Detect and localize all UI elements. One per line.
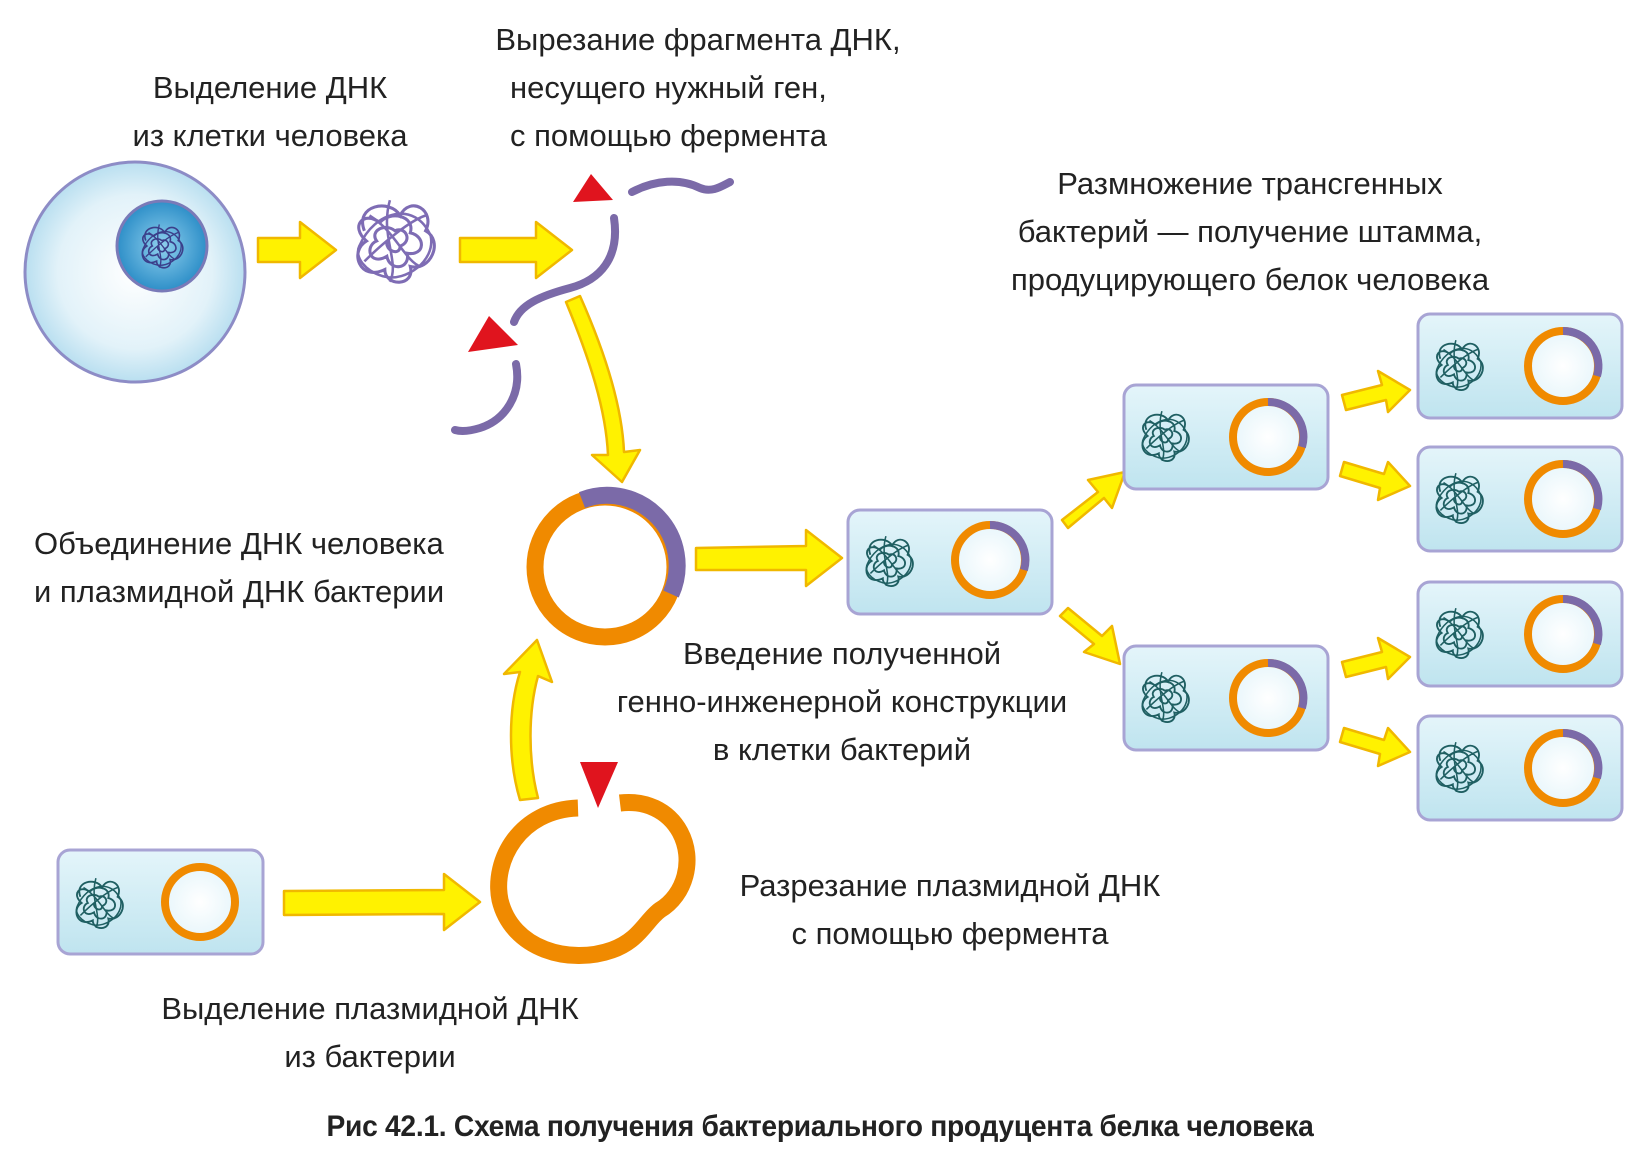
- label-line: с помощью фермента: [791, 916, 1109, 951]
- label-line: из клетки человека: [132, 118, 408, 153]
- figure-caption: Рис 42.1. Схема получения бактериального…: [326, 1110, 1314, 1143]
- label-line: генно-инженерной конструкции: [616, 684, 1068, 719]
- arrow-cell-to-dna: [256, 220, 338, 280]
- combined-plasmid: [526, 486, 686, 646]
- label-reproduction: Размножение трансгенных бактерий — получ…: [970, 160, 1530, 304]
- arrow-fragment-to-combined: [564, 294, 642, 484]
- label-isolate-plasmid: Выделение плазмидной ДНК из бактерии: [120, 985, 620, 1081]
- bacterium-gen3-2: [1416, 445, 1624, 553]
- arrow-to-final-3: [1340, 636, 1412, 681]
- bacterium-source: [56, 848, 265, 956]
- dna-fragment-cut: [451, 174, 734, 436]
- arrow-diag-up: [1060, 470, 1127, 530]
- arrow-diag-down: [1058, 606, 1122, 666]
- enzyme-marker-top: [573, 174, 613, 202]
- arrow-to-final-4: [1338, 726, 1412, 768]
- bacterium-gen2-top: [1122, 383, 1330, 491]
- label-line: и плазмидной ДНК бактерии: [34, 574, 445, 609]
- label-isolate-human-dna: Выделение ДНК из клетки человека: [100, 64, 440, 160]
- human-cell: [23, 160, 247, 384]
- bacterium-gen3-1: [1416, 312, 1624, 420]
- cut-plasmid: [490, 762, 696, 965]
- label-line: Объединение ДНК человека: [34, 526, 444, 561]
- arrow-combined-to-bacterium: [694, 528, 844, 588]
- label-line: Выделение плазмидной ДНК: [161, 991, 579, 1026]
- label-line: Выделение ДНК: [152, 70, 388, 105]
- arrow-dna-to-fragment: [458, 220, 574, 280]
- bacterium-gen3-4: [1416, 714, 1624, 822]
- label-cut-fragment: Вырезание фрагмента ДНК, несущего нужный…: [458, 16, 938, 160]
- label-line: Вырезание фрагмента ДНК,: [495, 22, 901, 57]
- label-line: продуцирующего белок человека: [1010, 262, 1490, 297]
- bacterium-transgenic: [846, 508, 1054, 616]
- label-line: в клетки бактерий: [712, 732, 972, 767]
- arrow-to-final-2: [1338, 460, 1412, 502]
- label-introduce: Введение полученной генно-инженерной кон…: [572, 630, 1112, 774]
- label-line: с помощью фермента: [510, 118, 827, 153]
- plasmid-ring: [161, 863, 239, 941]
- label-line: из бактерии: [284, 1039, 456, 1074]
- arrow-to-final-1: [1340, 369, 1412, 414]
- arrow-bacterium-to-plasmid: [282, 872, 482, 932]
- label-line: несущего нужный ген,: [510, 70, 827, 105]
- bacterium-gen3-3: [1416, 580, 1624, 688]
- label-line: Разрезание плазмидной ДНК: [739, 868, 1161, 903]
- enzyme-marker-bottom: [468, 316, 518, 352]
- label-cut-plasmid: Разрезание плазмидной ДНК с помощью ферм…: [700, 862, 1200, 958]
- bacterium-gen2-bottom: [1122, 644, 1330, 752]
- label-line: Введение полученной: [682, 636, 1002, 671]
- human-dna-tangle: [356, 198, 436, 284]
- label-combine: Объединение ДНК человека и плазмидной ДН…: [34, 520, 514, 616]
- label-line: Размножение трансгенных: [1057, 166, 1443, 201]
- label-line: бактерий — получение штамма,: [1017, 214, 1483, 249]
- enzyme-marker-plasmid: [580, 762, 618, 808]
- arrow-cutplasmid-to-combined: [502, 638, 554, 802]
